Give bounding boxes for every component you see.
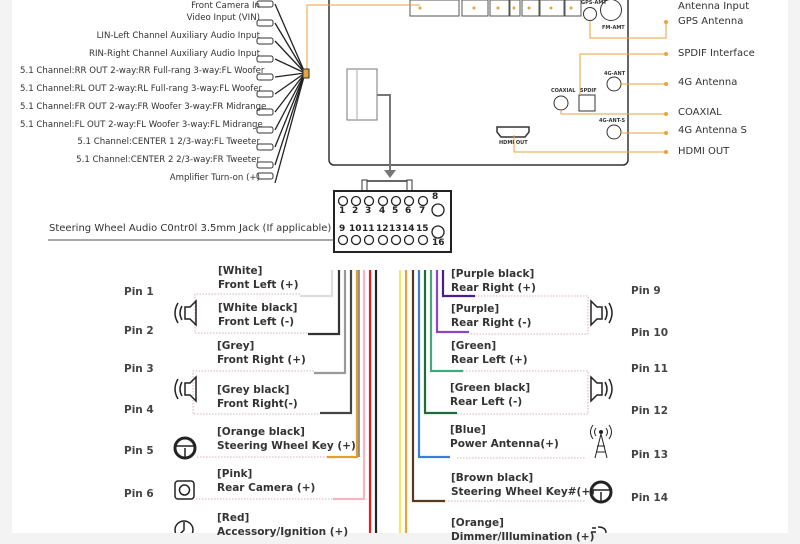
input-label: 5.1 Channel:RL OUT 2-way:RL Full-rang 3-… [20,84,263,94]
port-label: HDMI OUT [499,140,528,146]
pin-number: 1 [339,206,346,216]
coaxial-port [553,95,569,111]
steering-wheel-icon [173,436,197,460]
pin-label: Pin 1 [124,286,154,298]
speaker-icon [174,375,197,403]
pin-number: 8 [432,192,439,202]
input-label: 5.1 Channel:CENTER 2 2/3-way:FR Tweeter [76,155,260,165]
output-label: SPDIF Interface [678,48,755,59]
wire-label: [White]Front Left (+) [218,265,299,291]
pin-number: 13 [389,224,402,234]
head-unit-body [328,0,629,166]
wire-label: [Grey]Front Right (+) [217,340,306,366]
port-label: COAXIAL [551,88,576,94]
port-label: 4G-ANT [604,71,626,77]
wire-label: [Orange]Dimmer/Illumination (+) [451,517,595,543]
wire-label: [Orange black]Steering Wheel Key (+) [217,426,356,452]
antenna-tower-icon [590,424,612,459]
harness-socket [346,68,378,121]
wire-label: [Purple black]Rear Right (+) [451,268,536,294]
pin-label: Pin 11 [631,363,669,375]
input-label: Amplifier Turn-on (+) [169,173,260,183]
output-label: 4G Antenna S [678,125,747,136]
wire-label: [White black]Front Left (-) [218,302,298,328]
fm-port [600,0,622,21]
pin-label: Pin 9 [631,285,661,297]
pin-number: 15 [416,224,429,234]
speaker-icon [590,375,613,403]
pin-label: Pin 13 [631,449,669,461]
pin-number: 9 [339,224,346,234]
wiring-diagram: Front Camera In Video Input (VIN) LIN-Le… [12,0,788,543]
port-label: 4G-ANT-S [599,118,626,124]
top-ports [409,0,582,17]
wire-label: [Green black]Rear Left (-) [450,382,531,408]
input-label: RIN-Right Channel Auxiliary Audio Input [88,49,260,59]
pin-label: Pin 3 [124,363,154,375]
rca-plugs [256,0,274,180]
pin-number: 16 [432,238,445,248]
pin-label: Pin 6 [124,488,154,500]
pin-number: 4 [379,206,386,216]
wire-label: [Brown black]Steering Wheel Key#(+) [451,472,595,498]
light-icon [591,526,607,533]
pin-number: 5 [392,206,399,216]
pin-number: 10 [349,224,362,234]
pin-number: 6 [405,206,412,216]
input-label: Front Camera In [191,1,260,11]
hdmi-port [496,126,530,138]
output-label: Antenna Input [678,1,750,12]
input-label: 5.1 Channel:FR OUT 2-way:FR Woofer 3-way… [20,102,267,112]
output-label: COAXIAL [678,107,722,118]
ignition-key-icon [174,520,194,533]
input-label: 5.1 Channel:RR OUT 2-way:RR Full-rang 3-… [20,66,265,76]
port-label: FM-AMT [602,25,625,31]
wire-label: [Red]Accessory/Ignition (+) [217,512,349,538]
pin-number: 3 [365,206,372,216]
pin-label: Pin 10 [631,327,669,339]
pin-label: Pin 14 [631,492,669,504]
input-label: 5.1 Channel:FL OUT 2-way:FL Woofer 3-way… [20,120,263,130]
port-label: GPS-AMT [581,0,607,6]
speaker-icon [174,299,197,327]
wire-label: [Grey black]Front Right(-) [217,384,298,410]
port-label: SPDIF [580,88,597,94]
output-label: 4G Antenna [678,77,738,88]
pin-label: Pin 4 [124,404,154,416]
connector-tab [364,180,410,192]
rca-wires [274,3,306,184]
diagram-lines [48,0,668,533]
steering-wheel-icon [589,480,613,504]
spdif-port [578,94,596,112]
output-label: HDMI OUT [678,146,730,157]
input-label: Video Input (VIN) [186,13,260,23]
gps-port [583,7,597,21]
pin-label: Pin 12 [631,405,669,417]
pin-label: Pin 5 [124,445,154,457]
pin-label: Pin 2 [124,325,154,337]
output-label: GPS Antenna [678,16,744,27]
4gs-port [606,124,622,140]
wire-label: [Purple]Rear Right (-) [451,303,532,329]
pin-number: 11 [362,224,375,234]
input-label: LIN-Left Channel Auxiliary Audio Input [96,31,260,41]
wire-label: [Green]Rear Left (+) [451,340,528,366]
speaker-icon [590,299,613,327]
camera-icon [174,480,195,500]
wire-label: [Pink]Rear Camera (+) [217,468,316,494]
pin-number: 7 [419,206,426,216]
pin-number: 2 [352,206,359,216]
input-label: 5.1 Channel:CENTER 1 2/3-way:FL Tweeter [77,137,260,147]
jack-label: Steering Wheel Audio C0ntr0l 3.5mm Jack … [49,223,332,234]
pin-number: 14 [402,224,415,234]
4g-port [606,76,622,92]
pin-number: 12 [376,224,389,234]
wire-label: [Blue]Power Antenna(+) [450,424,559,450]
